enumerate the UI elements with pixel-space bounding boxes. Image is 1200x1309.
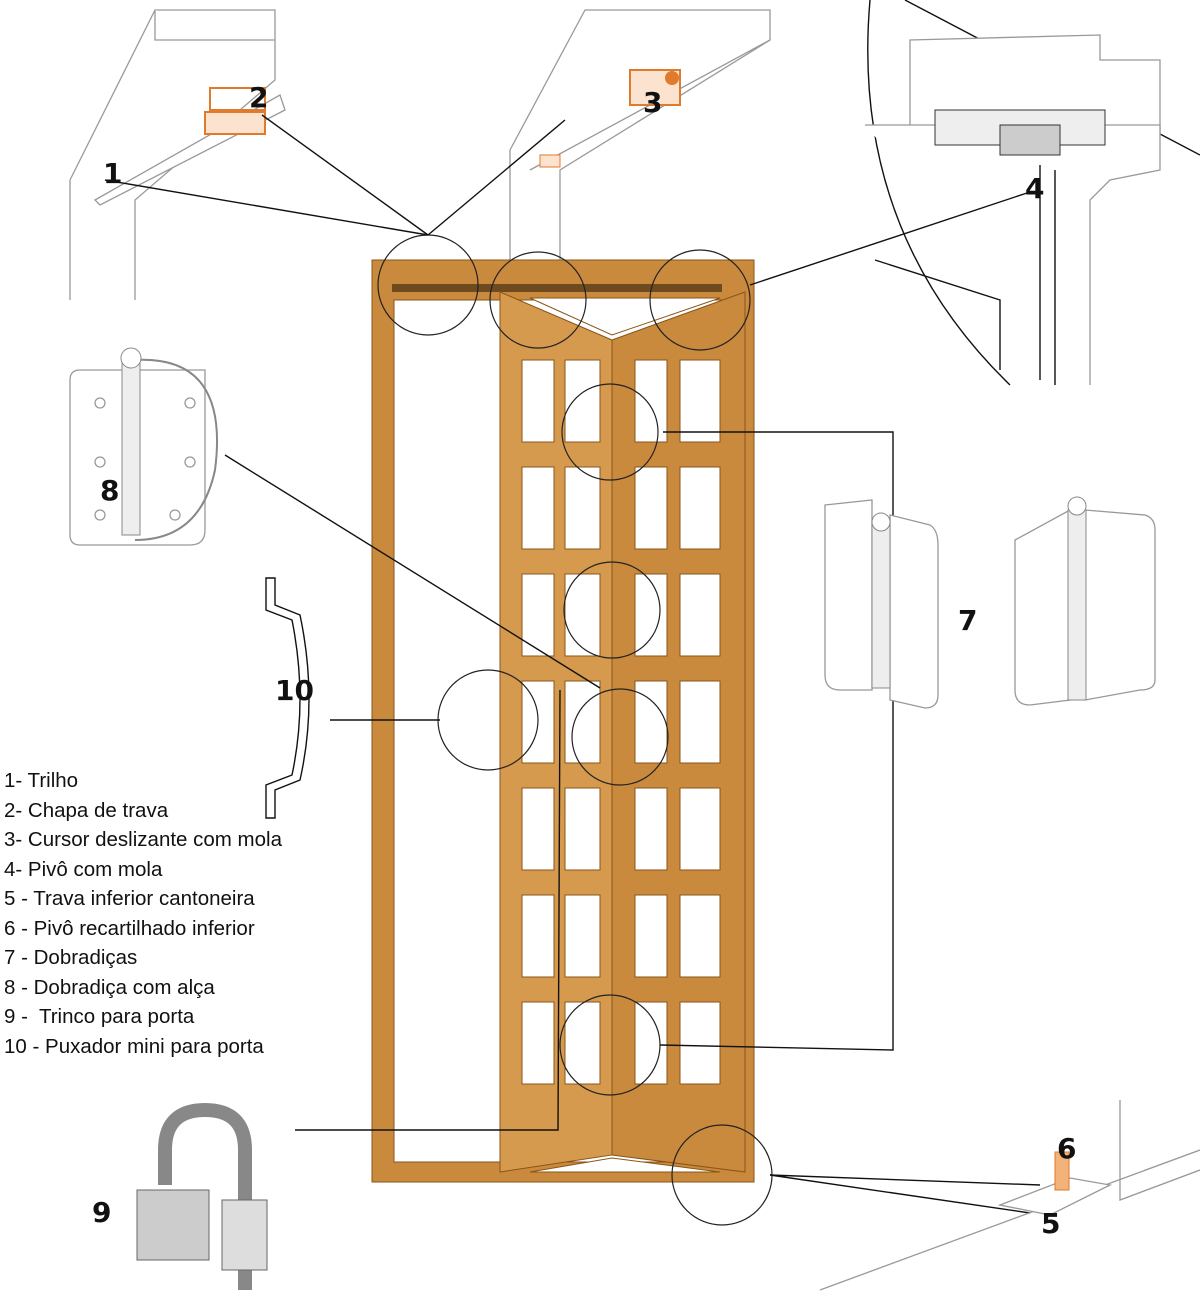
legend-item: 1- Trilho (4, 769, 79, 792)
legend-item: 4- Pivô com mola (4, 857, 163, 881)
callout-10: 10 (275, 674, 314, 707)
glass-pane (679, 1001, 721, 1085)
legend-item: 10 - Puxador mini para porta (4, 1034, 264, 1058)
glass-pane (521, 573, 555, 657)
glass-pane (564, 466, 601, 550)
folding-door (371, 259, 755, 1183)
callout-8: 8 (100, 474, 119, 507)
parts-legend: 1- Trilho 2- Chapa de trava 3- Cursor de… (4, 766, 282, 1061)
callout-1: 1 (103, 157, 122, 190)
hinges-pair (824, 496, 1156, 709)
floor-pivot-sketch (819, 1100, 1200, 1291)
glass-pane (564, 680, 601, 764)
leader-lines (104, 114, 1041, 1214)
slider-detail-sketch (509, 9, 771, 300)
legend-item: 6 - Pivô recartilhado inferior (4, 916, 255, 940)
callout-2: 2 (249, 81, 268, 114)
glass-pane (564, 573, 601, 657)
glass-pane (564, 787, 601, 871)
glass-pane (521, 787, 555, 871)
legend-item: 5 - Trava inferior cantoneira (4, 887, 255, 910)
glass-pane (634, 894, 668, 978)
glass-pane (679, 680, 721, 764)
legend-item: 7 - Dobradiças (4, 946, 138, 969)
legend-item: 9 - Trinco para porta (4, 1005, 195, 1028)
glass-pane (634, 466, 668, 550)
glass-pane (679, 573, 721, 657)
glass-pane (521, 894, 555, 978)
glass-pane (634, 1001, 668, 1085)
rail-detail-sketch (69, 9, 286, 300)
glass-pane (564, 1001, 601, 1085)
glass-pane (679, 359, 721, 443)
legend-item: 3- Cursor deslizante com mola (4, 828, 282, 851)
glass-pane (564, 359, 601, 443)
callout-6: 6 (1057, 1132, 1076, 1165)
glass-pane (679, 466, 721, 550)
glass-pane (521, 359, 555, 443)
glass-pane (521, 466, 555, 550)
callout-7: 7 (958, 604, 977, 637)
glass-pane (634, 573, 668, 657)
glass-pane (564, 894, 601, 978)
glass-pane (521, 1001, 555, 1085)
hinge-with-handle (69, 347, 219, 546)
legend-item: 2- Chapa de trava (4, 798, 169, 822)
pivot-detail-sketch (865, 0, 1200, 386)
glass-pane (634, 680, 668, 764)
mini-handle (265, 577, 310, 819)
door-latch (136, 1102, 268, 1290)
callout-3: 3 (643, 86, 662, 119)
callout-9: 9 (92, 1196, 111, 1229)
glass-pane (634, 359, 668, 443)
callout-4: 4 (1025, 172, 1044, 205)
glass-pane (679, 894, 721, 978)
glass-pane (679, 787, 721, 871)
callout-5: 5 (1041, 1207, 1060, 1240)
legend-item: 8 - Dobradiça com alça (4, 975, 215, 999)
glass-pane (634, 787, 668, 871)
